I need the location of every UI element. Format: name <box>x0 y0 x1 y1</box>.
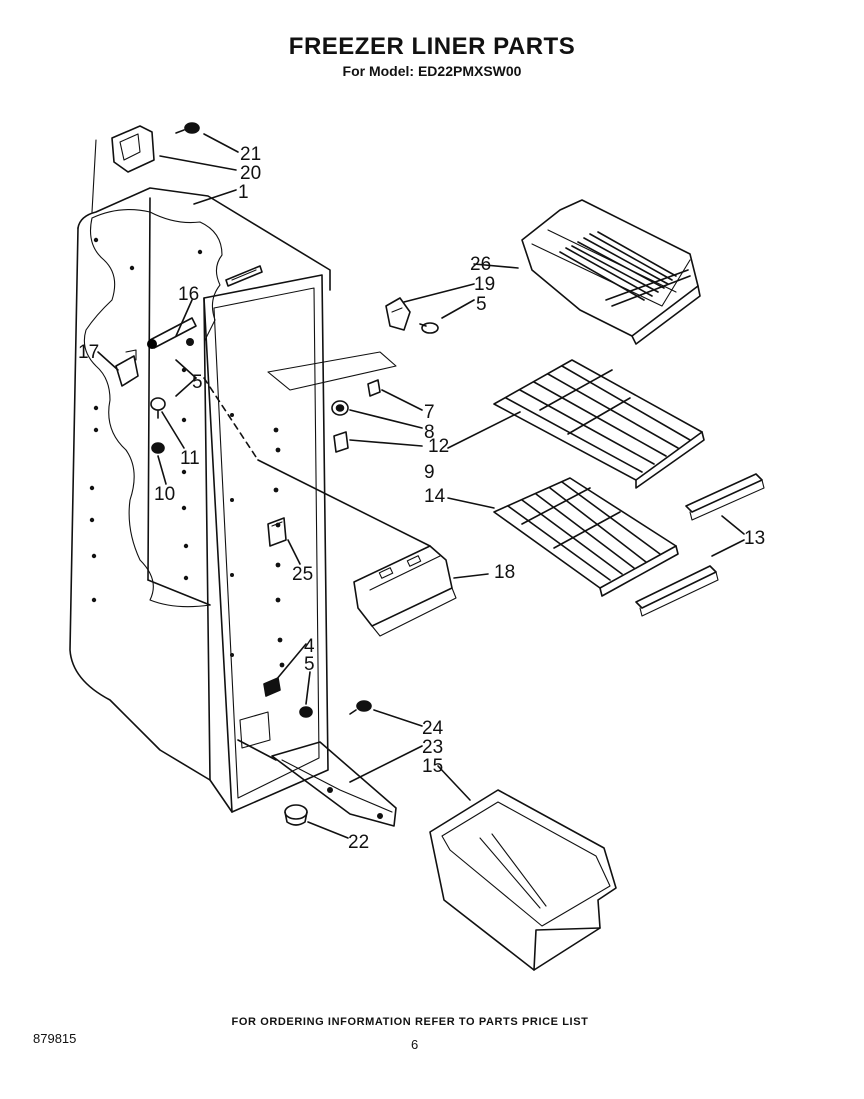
document-number: 879815 <box>33 1031 77 1046</box>
shelf-support-part-18 <box>353 545 457 637</box>
callout-7: 7 <box>424 402 435 423</box>
callout-17: 17 <box>78 342 99 363</box>
fastener-part-10 <box>151 442 165 454</box>
callout-11: 11 <box>180 448 200 469</box>
spacer-part-8 <box>331 400 349 416</box>
wire-shelf-part-12 <box>493 359 705 489</box>
callout-24: 24 <box>422 718 444 739</box>
callout-9: 9 <box>424 462 435 483</box>
callout-12-visible: 12 <box>428 436 449 457</box>
page-title: FREEZER LINER PARTS <box>288 33 576 60</box>
door-bin-part-15 <box>429 789 617 971</box>
callout-20: 20 <box>240 163 261 184</box>
bracket-part-17 <box>115 349 139 387</box>
light-socket-part-25 <box>267 517 287 547</box>
screw-part-5-lower <box>299 706 313 718</box>
cap-part-22 <box>284 804 308 826</box>
thermostat-rod-part-16 <box>147 317 197 349</box>
callout-18: 18 <box>494 562 515 583</box>
callout-16: 16 <box>178 284 199 305</box>
callout-1: 1 <box>238 182 249 203</box>
callout-19: 19 <box>474 274 495 295</box>
callout-25: 25 <box>292 564 313 585</box>
clip-part-7 <box>367 379 381 397</box>
page-number: 6 <box>411 1037 419 1052</box>
callout-5-left: 5 <box>192 372 203 393</box>
damper-part-19 <box>385 297 411 331</box>
callout-8: 8 <box>424 422 435 443</box>
ordering-note: FOR ORDERING INFORMATION REFER TO PARTS … <box>231 1016 589 1028</box>
light-housing-part-20 <box>91 125 155 213</box>
shelf-trim-part-13-upper <box>685 473 765 521</box>
callout-23: 23 <box>422 737 443 758</box>
basket-part-26 <box>521 199 701 345</box>
screw-part-5-upper <box>419 322 439 334</box>
callout-15: 15 <box>422 756 443 777</box>
callout-13: 13 <box>744 528 765 549</box>
callout-21: 21 <box>240 144 261 165</box>
callout-26: 26 <box>470 254 491 275</box>
callout-14: 14 <box>424 486 446 507</box>
mounting-panel <box>267 351 397 391</box>
clip-part-4 <box>263 677 281 697</box>
spacer-part-9 <box>333 431 349 453</box>
screw-part-21 <box>175 122 200 134</box>
rail-part-23 <box>271 741 397 827</box>
fastener-part-11 <box>150 397 166 419</box>
callout-5-upper: 5 <box>476 294 487 315</box>
shelf-trim-part-13-lower <box>635 565 719 617</box>
wire-shelf-part-14 <box>493 477 679 597</box>
callout-5-lower: 5 <box>304 654 315 675</box>
callout-4: 4 <box>304 636 315 657</box>
freezer-liner <box>69 187 331 813</box>
callout-labels: 21 20 1 16 17 5 11 10 26 19 5 7 8 9 12 1… <box>78 144 765 853</box>
screw-part-24 <box>349 700 372 715</box>
callout-22: 22 <box>348 832 369 853</box>
model-subtitle: For Model: ED22PMXSW00 <box>342 63 522 79</box>
leader-lines <box>97 133 745 839</box>
callout-10: 10 <box>154 484 175 505</box>
